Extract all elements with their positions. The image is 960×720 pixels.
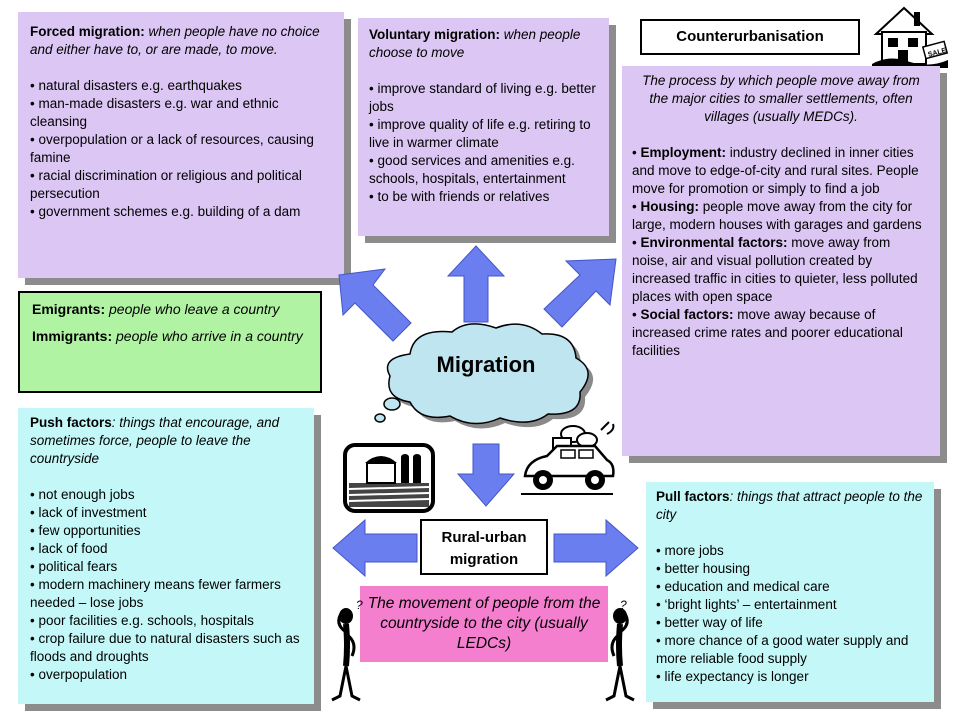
sale-sign-text: SALE	[927, 47, 947, 59]
loaded-car-icon	[521, 421, 615, 495]
emigrants-term: Emigrants:	[32, 301, 106, 317]
forced-migration-intro: Forced migration: when people have no ch…	[30, 23, 332, 59]
pull-factors-box: Pull factors: things that attract people…	[646, 482, 934, 702]
factor-term: Social factors:	[640, 307, 734, 322]
immigrants-definition: Immigrants: people who arrive in a count…	[32, 326, 308, 347]
list-item: lack of food	[30, 540, 302, 558]
counterurbanisation-title: Counterurbanisation	[640, 19, 860, 55]
list-item: lack of investment	[30, 504, 302, 522]
voluntary-migration-box: Voluntary migration: when people choose …	[358, 18, 609, 236]
push-factors-term: Push factors	[30, 415, 112, 430]
immigrants-text: people who arrive in a country	[112, 328, 303, 344]
voluntary-migration-intro: Voluntary migration: when people choose …	[369, 26, 598, 62]
factor-text: industry declined in inner cities and mo…	[632, 145, 919, 196]
emigrants-immigrants-box: Emigrants: people who leave a country Im…	[18, 291, 322, 393]
list-item: better way of life	[656, 614, 924, 632]
voluntary-migration-list: improve standard of living e.g. better j…	[369, 80, 598, 206]
counterurbanisation-factors: Employment: industry declined in inner c…	[632, 144, 930, 360]
pull-factors-term: Pull factors	[656, 489, 730, 504]
list-item: more jobs	[656, 542, 924, 560]
list-item: ‘bright lights’ – entertainment	[656, 596, 924, 614]
migration-label: Migration	[436, 352, 536, 377]
question-mark-left: ?	[356, 598, 363, 612]
voluntary-migration-term: Voluntary migration:	[369, 27, 501, 42]
list-item: overpopulation or a lack of resources, c…	[30, 131, 332, 167]
list-item: political fears	[30, 558, 302, 576]
migration-cloud-shape	[374, 323, 594, 429]
emigrants-definition: Emigrants: people who leave a country	[32, 299, 308, 320]
arrow-right-icon	[553, 518, 639, 578]
list-item: few opportunities	[30, 522, 302, 540]
rural-urban-title: Rural-urban migration	[420, 519, 548, 575]
list-item: not enough jobs	[30, 486, 302, 504]
factor-term: Environmental factors:	[640, 235, 788, 250]
push-factors-intro: Push factors: things that encourage, and…	[30, 414, 302, 468]
list-item: life expectancy is longer	[656, 668, 924, 686]
pull-factors-definition: : things that attract people to the city	[656, 489, 923, 522]
counterurbanisation-description: The process by which people move away fr…	[642, 73, 920, 124]
list-item: Environmental factors: move away from no…	[632, 234, 930, 306]
list-item: modern machinery means fewer farmers nee…	[30, 576, 302, 612]
list-item: Housing: people move away from the city …	[632, 198, 930, 234]
list-item: education and medical care	[656, 578, 924, 596]
arrow-up-left-icon	[338, 268, 412, 342]
emigrants-text: people who leave a country	[105, 301, 280, 317]
list-item: man-made disasters e.g. war and ethnic c…	[30, 95, 332, 131]
list-item: more chance of a good water supply and m…	[656, 632, 924, 668]
list-item: better housing	[656, 560, 924, 578]
house-for-sale-icon: SALE	[872, 6, 949, 68]
list-item: Social factors: move away because of inc…	[632, 306, 930, 360]
pull-factors-list: more jobs better housing education and m…	[656, 542, 924, 686]
list-item: overpopulation	[30, 666, 302, 684]
arrow-up-right-icon	[543, 258, 617, 328]
list-item: Employment: industry declined in inner c…	[632, 144, 930, 198]
push-factors-box: Push factors: things that encourage, and…	[18, 408, 314, 704]
factor-term: Housing:	[640, 199, 699, 214]
factor-text: move away because of increased crime rat…	[632, 307, 903, 358]
list-item: racial discrimination or religious and p…	[30, 167, 332, 203]
list-item: natural disasters e.g. earthquakes	[30, 77, 332, 95]
list-item: to be with friends or relatives	[369, 188, 598, 206]
rural-urban-description: The movement of people from the countrys…	[360, 586, 608, 662]
list-item: crop failure due to natural disasters su…	[30, 630, 302, 666]
push-factors-list: not enough jobs lack of investment few o…	[30, 486, 302, 684]
list-item: poor facilities e.g. schools, hospitals	[30, 612, 302, 630]
rural-urban-title-line1: Rural-urban	[441, 529, 527, 546]
farm-icon	[343, 443, 435, 513]
push-factors-definition: : things that encourage, and sometimes f…	[30, 415, 280, 466]
immigrants-term: Immigrants:	[32, 328, 113, 344]
arrow-up-icon	[446, 245, 506, 323]
forced-migration-list: natural disasters e.g. earthquakes man-m…	[30, 77, 332, 221]
factor-text: move away from noise, air and visual pol…	[632, 235, 918, 304]
list-item: improve quality of life e.g. retiring to…	[369, 116, 598, 152]
list-item: government schemes e.g. building of a da…	[30, 203, 332, 221]
pull-factors-intro: Pull factors: things that attract people…	[656, 488, 924, 524]
arrow-down-icon	[456, 443, 516, 507]
confused-person-left-icon	[331, 608, 361, 702]
list-item: improve standard of living e.g. better j…	[369, 80, 598, 116]
forced-migration-term: Forced migration:	[30, 24, 145, 39]
arrow-left-icon	[332, 518, 418, 578]
confused-person-right-icon	[605, 608, 635, 702]
factor-term: Employment:	[640, 145, 726, 160]
forced-migration-definition: when people have no choice and either ha…	[30, 24, 320, 57]
counterurbanisation-box: The process by which people move away fr…	[622, 66, 940, 456]
list-item: good services and amenities e.g. schools…	[369, 152, 598, 188]
question-mark-right: ?	[620, 598, 627, 612]
voluntary-migration-definition: when people choose to move	[369, 27, 581, 60]
forced-migration-box: Forced migration: when people have no ch…	[18, 12, 344, 278]
factor-text: people move away from the city for large…	[632, 199, 922, 232]
rural-urban-title-line2: migration	[449, 551, 519, 568]
